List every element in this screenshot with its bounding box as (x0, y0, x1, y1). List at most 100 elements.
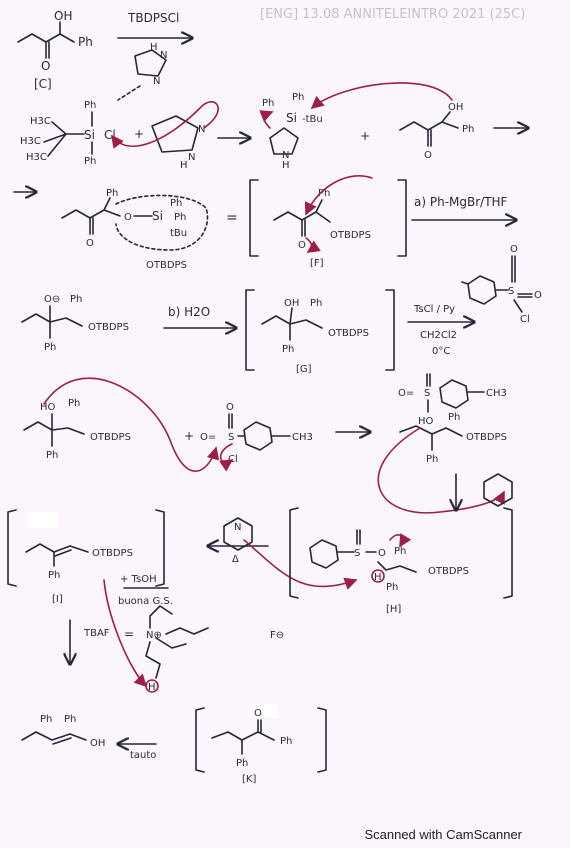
svg-text:O⊖: O⊖ (44, 294, 60, 305)
svg-text:Ph: Ph (426, 454, 438, 465)
svg-text:H: H (180, 160, 188, 171)
svg-text:Ph: Ph (48, 570, 60, 581)
c-label: [C] (34, 77, 52, 91)
f-label: [F] (310, 258, 324, 269)
svg-text:S: S (228, 432, 234, 443)
svg-text:Ph: Ph (170, 198, 182, 209)
svg-text:b) H2O: b) H2O (168, 305, 210, 319)
svg-text:TBAF: TBAF (83, 628, 110, 639)
enol: Ph Ph OH (21, 714, 105, 749)
svg-text:Ph: Ph (174, 212, 186, 223)
svg-text:O=: O= (200, 432, 216, 443)
svg-text:H3C: H3C (20, 136, 41, 147)
svg-text:N⊕: N⊕ (146, 630, 162, 641)
svg-text:O: O (510, 244, 518, 255)
svg-text:Ph: Ph (386, 582, 398, 593)
svg-text:OH: OH (90, 738, 105, 749)
faint-header: [ENG] 13.08 ANNITELEINTRO 2021 (25C) (260, 7, 525, 22)
svg-text:Ph: Ph (68, 398, 80, 409)
ketol: OH Ph O (399, 102, 474, 161)
svg-text:S: S (354, 548, 360, 559)
si-atom: Si (84, 128, 95, 142)
camscanner-footer: Scanned with CamScanner (364, 827, 522, 842)
curly-arrow-oh (310, 82, 453, 110)
svg-text:N: N (234, 522, 241, 533)
svg-text:N: N (153, 76, 160, 87)
svg-text:OTBDPS: OTBDPS (466, 432, 507, 443)
svg-text:N: N (198, 124, 205, 135)
compound-c: OH Ph O [C] (17, 9, 93, 91)
svg-text:O: O (226, 402, 234, 413)
svg-text:Ph: Ph (84, 156, 96, 167)
svg-text:-tBu: -tBu (302, 114, 323, 125)
compound-i: Ph OTBDPS [I] (7, 509, 165, 605)
oxonium-intermediate: O= S CH3 HO Ph Ph OTBDPS (398, 373, 507, 465)
svg-text:Cl: Cl (228, 454, 238, 465)
svg-text:H: H (282, 160, 290, 171)
svg-text:H3C: H3C (26, 152, 47, 163)
svg-text:O: O (254, 708, 262, 719)
svg-text:+: + (360, 129, 370, 143)
svg-text:=: = (124, 627, 134, 641)
svg-text:O=: O= (398, 388, 414, 399)
reagent-phmgbr: a) Ph-MgBr/THF (414, 195, 508, 209)
svg-text:Si: Si (286, 111, 297, 125)
svg-text:tBu: tBu (170, 228, 187, 239)
compound-f: Ph O OTBDPS [F] (249, 179, 407, 269)
svg-text:=: = (226, 210, 238, 226)
svg-text:Ph: Ph (448, 412, 460, 423)
svg-text:S: S (508, 286, 514, 297)
svg-text:O: O (86, 238, 94, 249)
tbdpscl: H3C H3C H3C Ph Si Cl Ph (20, 100, 116, 167)
svg-text:+ TsOH: + TsOH (120, 574, 157, 585)
svg-text:OH: OH (284, 298, 299, 309)
svg-text:Ph: Ph (310, 298, 322, 309)
pyridine-base: N (223, 517, 253, 551)
c-oh: OH (54, 9, 72, 23)
svg-text:CH2Cl2: CH2Cl2 (420, 330, 457, 341)
svg-text:O: O (124, 212, 132, 223)
svg-text:H: H (148, 682, 156, 693)
svg-text:OTBDPS: OTBDPS (92, 548, 133, 559)
imidazole-2: N N H (151, 115, 205, 171)
curly-arrow-attack (111, 101, 219, 149)
svg-text:Ph: Ph (40, 714, 52, 725)
alkoxide: O⊖ Ph Ph OTBDPS (21, 294, 129, 353)
svg-text:Ph: Ph (84, 100, 96, 111)
h-label: [H] (386, 604, 401, 615)
svg-text:Ph: Ph (70, 294, 82, 305)
g-label: [G] (296, 364, 312, 375)
svg-text:Δ: Δ (232, 554, 239, 565)
svg-text:TsCl / Py: TsCl / Py (413, 304, 455, 315)
svg-text:OTBDPS: OTBDPS (88, 322, 129, 333)
svg-text:Cl: Cl (104, 128, 116, 142)
svg-text:Ph: Ph (46, 450, 58, 461)
svg-text:0°C: 0°C (432, 346, 450, 357)
svg-text:F⊖: F⊖ (270, 630, 284, 641)
svg-text:Ph: Ph (236, 758, 248, 769)
svg-text:H: H (374, 572, 382, 583)
svg-text:Ph: Ph (282, 344, 294, 355)
svg-text:H3C: H3C (30, 116, 51, 127)
svg-text:OTBDPS: OTBDPS (330, 230, 371, 241)
svg-text:Ph: Ph (462, 124, 474, 135)
c-o: O (41, 59, 50, 73)
svg-text:HO: HO (40, 402, 56, 413)
svg-text:Cl: Cl (520, 314, 530, 325)
svg-text:N: N (188, 152, 195, 163)
reagent-tbdpscl: TBDPSCl (127, 11, 179, 25)
compound-k: O Ph Ph [K] (195, 704, 327, 785)
svg-text:tauto: tauto (130, 750, 156, 761)
svg-text:Ph: Ph (394, 546, 406, 557)
svg-text:Si: Si (152, 209, 163, 223)
k-label: [K] (242, 774, 256, 785)
tosyl-chloride: S O O Cl (461, 244, 542, 325)
svg-text:OTBDPS: OTBDPS (328, 328, 369, 339)
tbaf-structure: N⊕ F⊖ H (145, 605, 284, 693)
svg-text:O: O (424, 150, 432, 161)
svg-text:Ph: Ph (292, 92, 304, 103)
svg-text:Ph: Ph (44, 342, 56, 353)
compound-h: S O Ph Ph OTBDPS H [H] (289, 507, 513, 615)
